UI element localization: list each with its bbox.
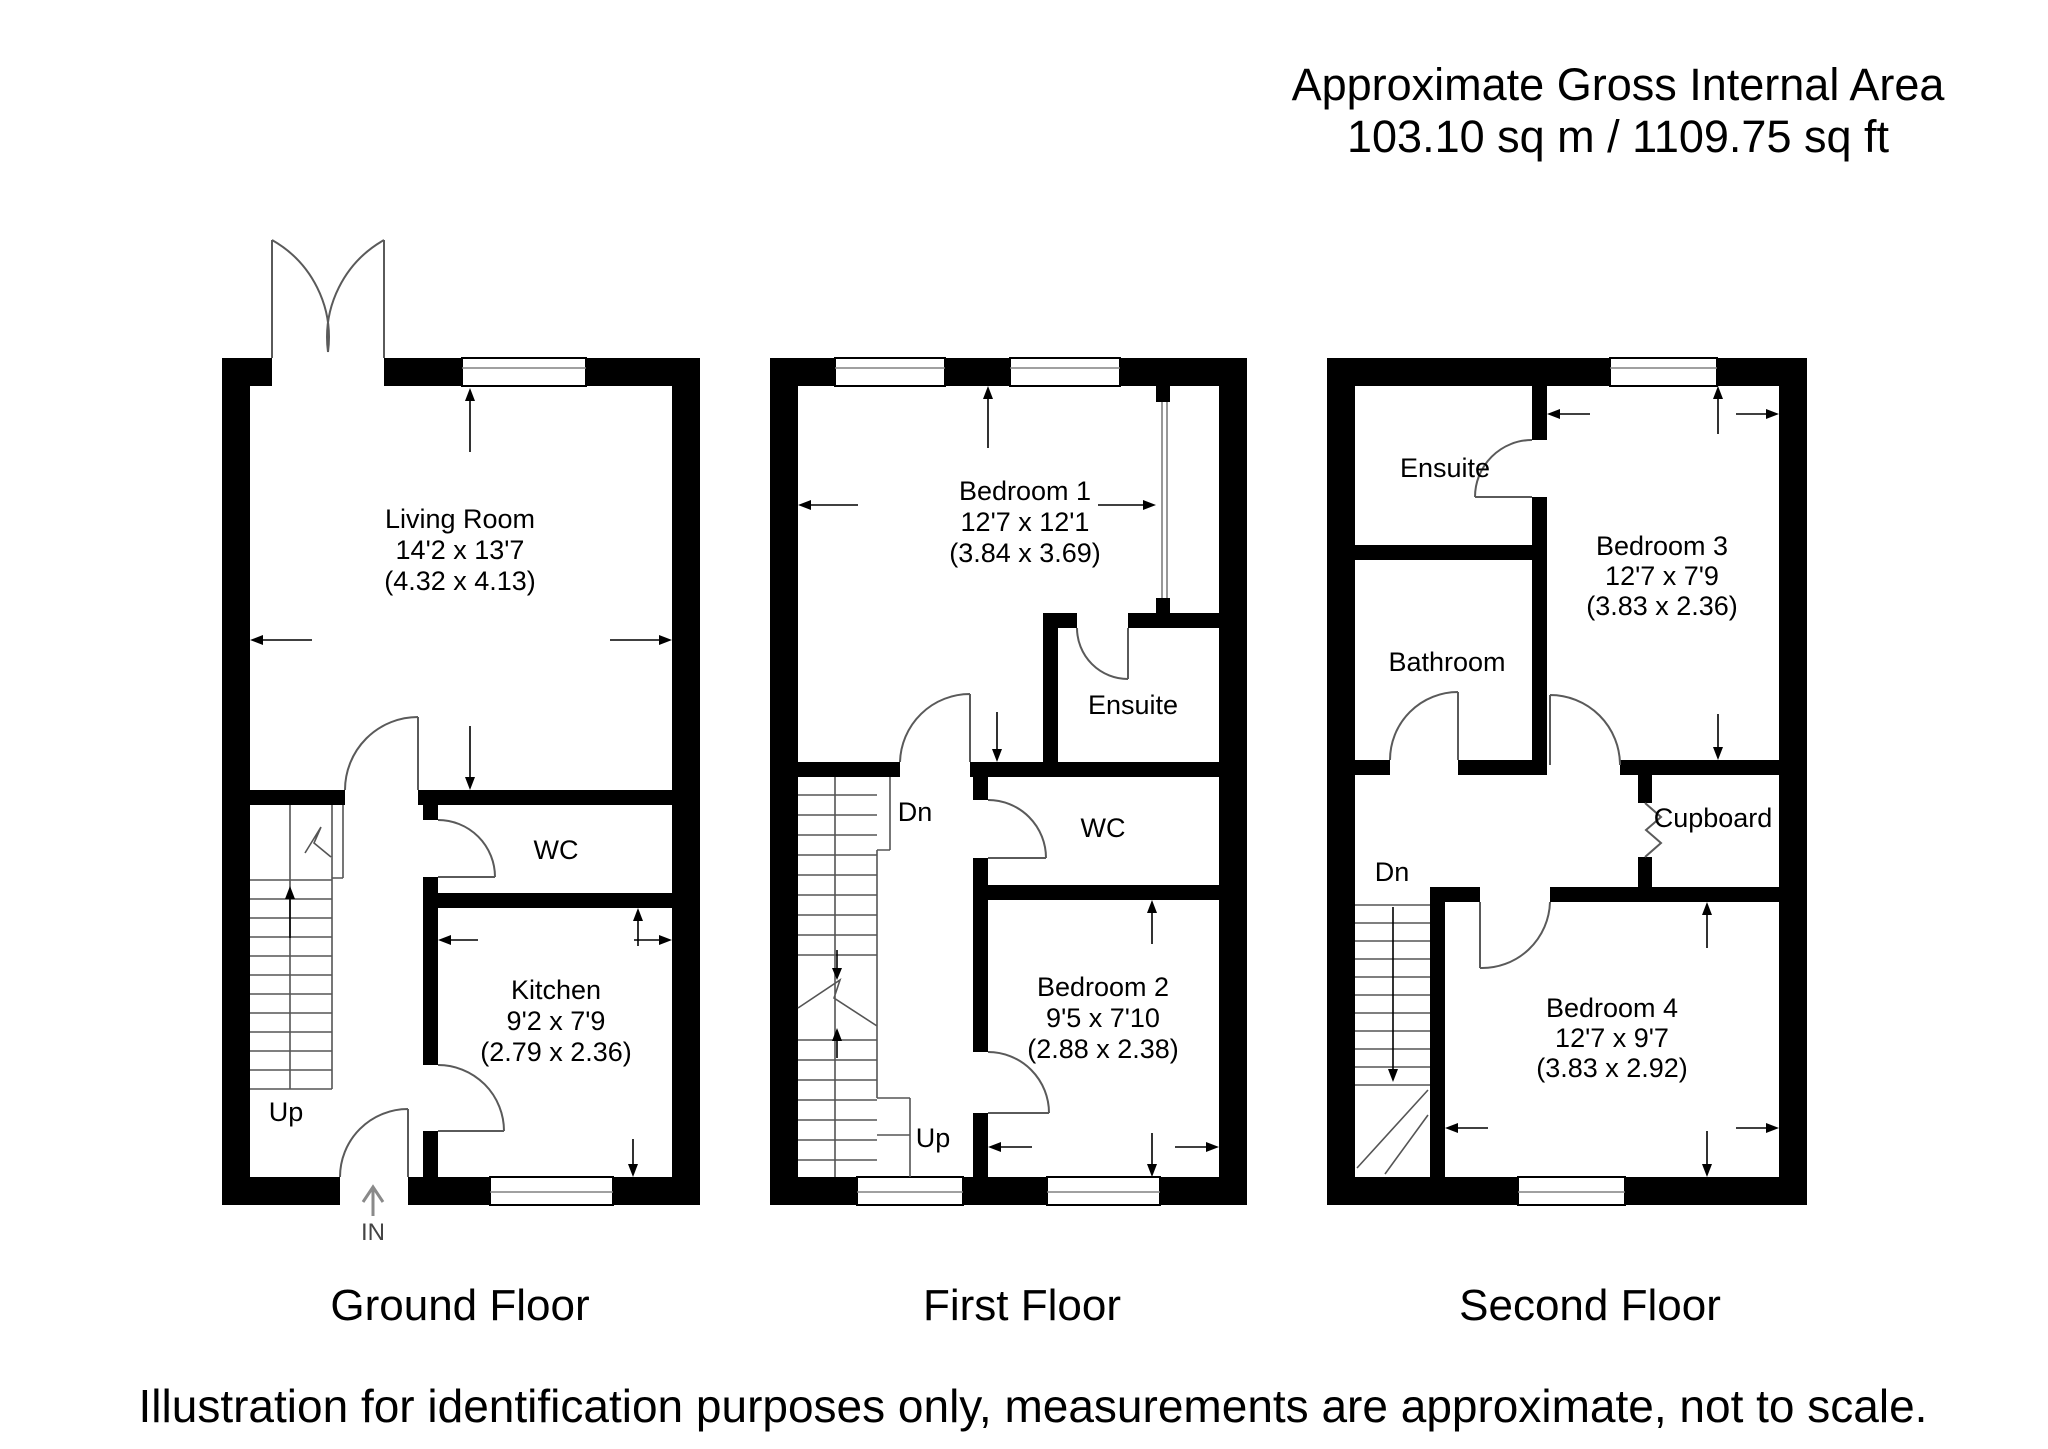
header-title-line1: Approximate Gross Internal Area — [1292, 59, 1946, 110]
wc-door — [437, 819, 496, 878]
first-floor-stairs — [797, 777, 911, 1177]
glazed-partition-line — [1161, 402, 1168, 598]
room-label-bedroom2: Bedroom 2 — [1037, 972, 1169, 1002]
second-floor-stairs — [1355, 904, 1430, 1175]
stairs-down-label: Dn — [1375, 857, 1410, 887]
second-floor-plan: Ensuite Bathroom Bedroom 3 12'7 x 7'9 (3… — [1327, 357, 1807, 1206]
header: Approximate Gross Internal Area 103.10 s… — [1292, 59, 1946, 162]
room-dim-metric-living-room: (4.32 x 4.13) — [384, 566, 536, 596]
stair-direction-arrow-head — [832, 1028, 842, 1041]
second-floor-doors — [1389, 439, 1663, 970]
room-dim-metric-bedroom2: (2.88 x 2.38) — [1027, 1034, 1179, 1064]
stair-direction-arrow-head — [832, 968, 842, 980]
room-dim-imperial-living-room: 14'2 x 13'7 — [396, 535, 525, 565]
stairs-down-label: Dn — [898, 797, 933, 827]
second-floor-labels: Ensuite Bathroom Bedroom 3 12'7 x 7'9 (3… — [1375, 453, 1773, 1083]
room-label-bedroom3: Bedroom 3 — [1596, 531, 1728, 561]
header-title-line2: 103.10 sq m / 1109.75 sq ft — [1347, 111, 1890, 162]
room-label-ensuite: Ensuite — [1400, 453, 1490, 483]
floor-titles: Ground Floor First Floor Second Floor — [330, 1281, 1720, 1330]
room-label-bathroom: Bathroom — [1388, 647, 1505, 677]
room-dim-imperial-bedroom2: 9'5 x 7'10 — [1046, 1003, 1160, 1033]
window — [1046, 1176, 1161, 1206]
room-label-bedroom1: Bedroom 1 — [959, 476, 1091, 506]
room-dim-imperial-bedroom3: 12'7 x 7'9 — [1605, 561, 1719, 591]
room-label-ensuite: Ensuite — [1088, 690, 1178, 720]
disclaimer: Illustration for identification purposes… — [139, 1380, 1928, 1432]
kitchen-door — [437, 1064, 505, 1132]
first-floor-labels: Bedroom 1 12'7 x 12'1 (3.84 x 3.69) Ensu… — [898, 476, 1179, 1153]
window-frame — [1046, 1176, 1161, 1206]
window — [856, 1176, 964, 1206]
cupboard-bifold-door — [1644, 802, 1663, 858]
window-frame — [1609, 357, 1718, 387]
room-label-wc: WC — [1081, 813, 1126, 843]
room-dim-imperial-bedroom4: 12'7 x 9'7 — [1555, 1023, 1669, 1053]
first-floor-dimension-arrows — [798, 386, 1219, 1177]
window — [834, 357, 946, 387]
room-dim-metric-bedroom4: (3.83 x 2.92) — [1536, 1053, 1688, 1083]
room-label-cupboard: Cupboard — [1654, 803, 1773, 833]
first-floor-doors — [899, 627, 1129, 1114]
entrance-door — [339, 1108, 409, 1178]
entrance-label: IN — [361, 1219, 385, 1246]
entrance-marker: IN — [361, 1184, 385, 1246]
dim-arrow-shafts — [811, 399, 1206, 1164]
window — [1609, 357, 1718, 387]
bedroom4-door — [1479, 901, 1551, 970]
bedroom2-door — [987, 1051, 1050, 1114]
ground-floor-stairs — [250, 805, 344, 1090]
stair-direction-arrow-head — [285, 886, 295, 899]
room-label-bedroom4: Bedroom 4 — [1546, 993, 1678, 1023]
stairs-up-label: Up — [269, 1097, 304, 1127]
stair-direction-arrow-head — [1388, 1069, 1398, 1082]
window-frame — [834, 357, 946, 387]
bedroom3-door — [1549, 694, 1621, 766]
ground-floor-plan: IN Living Room 14'2 x 13'7 (4.32 x 4.13)… — [222, 239, 700, 1246]
ensuite-door — [1474, 439, 1533, 498]
window-frame — [856, 1176, 964, 1206]
entrance-arrow-icon — [361, 1184, 385, 1216]
floor-title-ground: Ground Floor — [330, 1281, 589, 1330]
floor-title-first: First Floor — [923, 1281, 1121, 1330]
floor-title-second: Second Floor — [1459, 1281, 1721, 1330]
window-frame — [1009, 357, 1121, 387]
living-room-door — [344, 716, 419, 791]
room-label-kitchen: Kitchen — [511, 975, 601, 1005]
ground-floor-labels: Living Room 14'2 x 13'7 (4.32 x 4.13) WC… — [269, 504, 632, 1127]
french-door-left-leaf — [271, 239, 330, 358]
french-door-right-leaf — [326, 239, 385, 358]
bathroom-door — [1389, 691, 1459, 761]
first-floor-plan: Bedroom 1 12'7 x 12'1 (3.84 x 3.69) Ensu… — [770, 357, 1247, 1206]
second-floor-dimension-arrows — [1445, 386, 1779, 1177]
ensuite-door — [1076, 627, 1129, 680]
room-label-wc: WC — [534, 835, 579, 865]
window — [461, 357, 587, 387]
room-dim-imperial-bedroom1: 12'7 x 12'1 — [961, 507, 1090, 537]
ground-floor-doors — [271, 239, 505, 1178]
room-dim-metric-kitchen: (2.79 x 2.36) — [480, 1037, 632, 1067]
room-dim-imperial-kitchen: 9'2 x 7'9 — [507, 1006, 606, 1036]
window-frame — [489, 1176, 614, 1206]
bedroom1-door — [899, 693, 971, 763]
ground-floor-dimension-arrows — [250, 388, 672, 1177]
dim-arrow-shafts — [1458, 399, 1766, 1164]
room-dim-metric-bedroom1: (3.84 x 3.69) — [949, 538, 1101, 568]
window — [1009, 357, 1121, 387]
window — [1517, 1176, 1626, 1206]
window — [489, 1176, 614, 1206]
room-dim-metric-bedroom3: (3.83 x 2.36) — [1586, 591, 1738, 621]
room-label-living-room: Living Room — [385, 504, 535, 534]
window-frame — [1517, 1176, 1626, 1206]
wc-door — [987, 799, 1047, 859]
dim-arrow-shafts — [263, 401, 659, 1164]
stairs-up-label: Up — [916, 1123, 951, 1153]
window-frame — [461, 357, 587, 387]
